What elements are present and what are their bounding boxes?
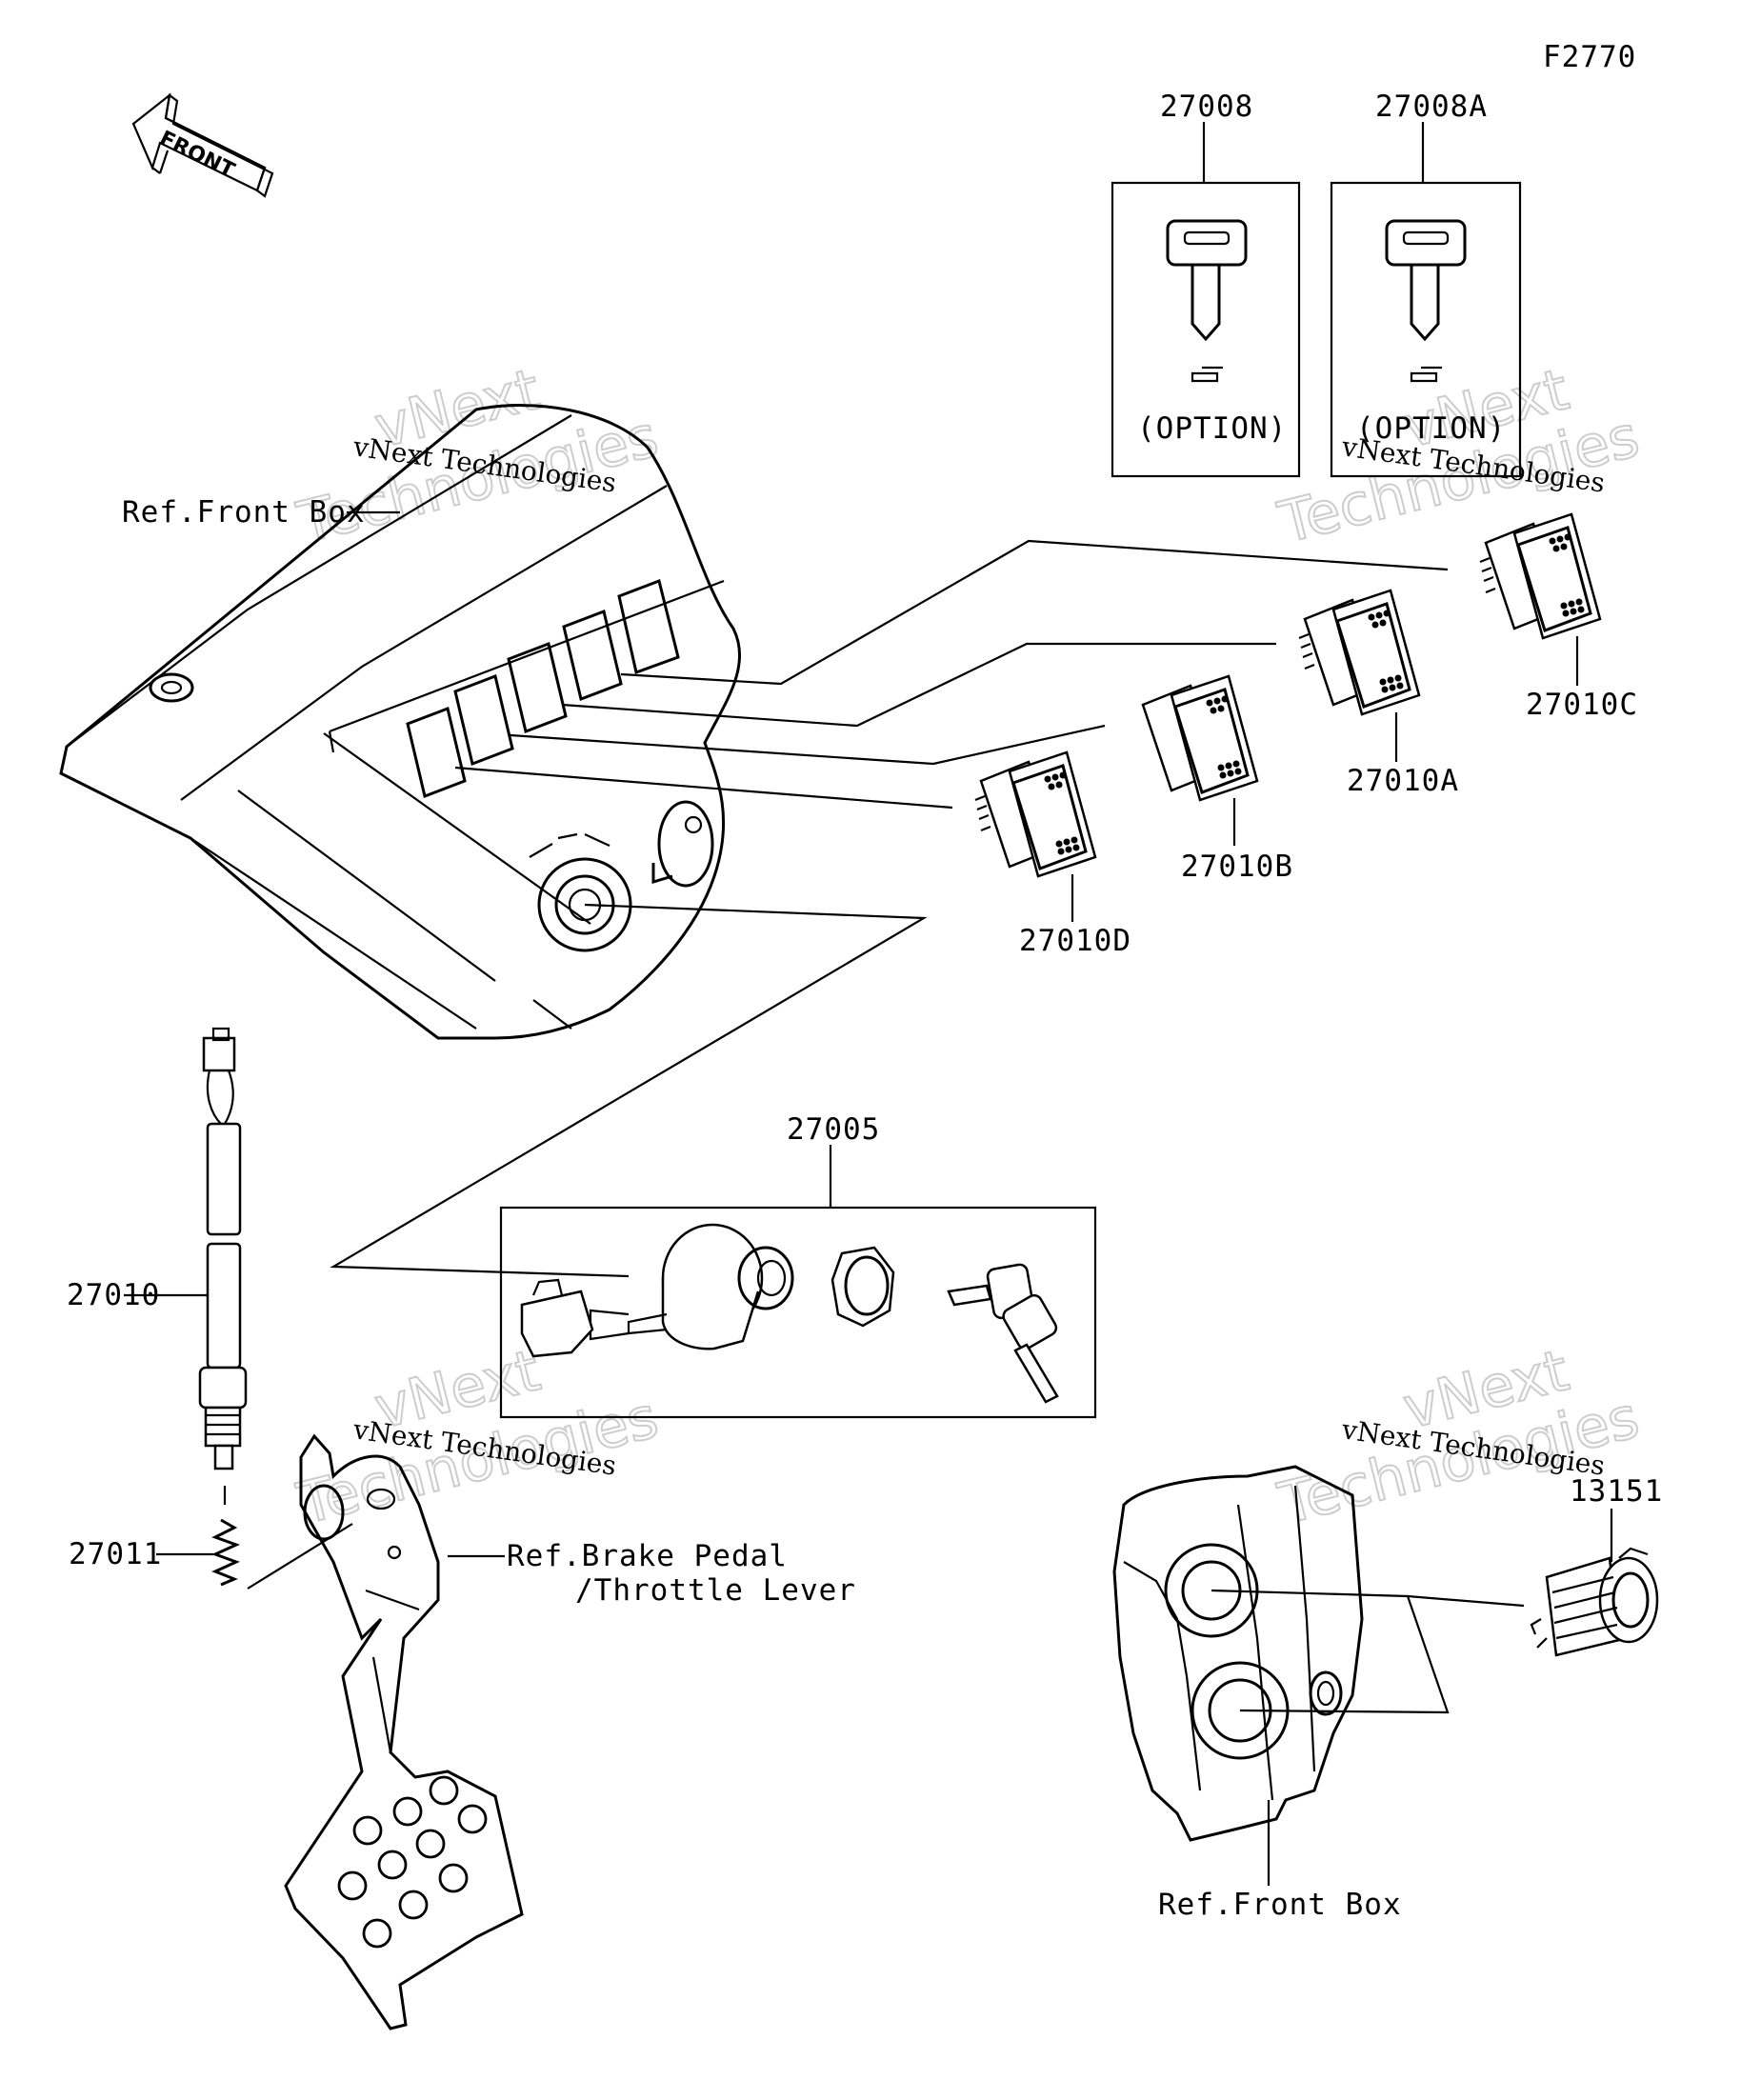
- keys-icon: [947, 1263, 1059, 1404]
- label-27008a: 27008A: [1375, 90, 1488, 124]
- rocker-switch-27010d: [974, 750, 1097, 922]
- leader-lines: [330, 539, 1449, 1278]
- label-ref-brake-pedal-2: /Throttle Lever: [575, 1573, 856, 1608]
- socket-13151: 13151: [1530, 1474, 1663, 1657]
- key-icon: [1385, 219, 1467, 342]
- ignition-set-27005: 27005: [499, 1112, 1097, 1419]
- label-ref-front-box-top: Ref.Front Box: [122, 495, 366, 530]
- label-option-2: (OPTION): [1356, 411, 1506, 446]
- watermark-group: vNext Technologies vNext Technologies vN…: [290, 355, 1647, 1539]
- rocker-switch-27010b: [1141, 674, 1259, 846]
- key-icon: [1166, 219, 1248, 342]
- label-13151: 13151: [1570, 1474, 1663, 1509]
- label-option-1: (OPTION): [1137, 411, 1287, 446]
- label-27010a: 27010A: [1347, 764, 1459, 798]
- rocker-switch-27010c: [1479, 512, 1602, 686]
- nut-icon: [830, 1246, 895, 1328]
- label-27010b: 27010B: [1181, 850, 1293, 884]
- front-box-dashboard: Ref.Front Box: [59, 404, 742, 1040]
- label-27010d: 27010D: [1019, 924, 1131, 958]
- label-27011: 27011: [69, 1537, 162, 1571]
- figure-code: F2770: [1543, 40, 1636, 74]
- label-27010c: 27010C: [1526, 688, 1638, 722]
- brake-pedal: [284, 1433, 524, 2030]
- socket-leader: [1211, 1589, 1450, 1714]
- brake-switch-27010: [124, 1027, 248, 1505]
- label-ref-brake-pedal-1: Ref.Brake Pedal: [507, 1539, 788, 1573]
- rocker-switch-27010a: [1298, 589, 1421, 762]
- label-ref-front-box-bottom: Ref.Front Box: [1158, 1888, 1402, 1922]
- front-arrow-icon: FRONT: [131, 92, 274, 198]
- front-box-socket-panel: [1112, 1465, 1364, 1886]
- key-27008a-group: 27008A (OPTION): [1330, 90, 1522, 478]
- label-27010: 27010: [67, 1278, 160, 1312]
- ignition-switch-icon: [520, 1223, 794, 1358]
- key-27008-group: 27008 (OPTION): [1111, 90, 1301, 478]
- label-27008: 27008: [1160, 90, 1253, 124]
- label-27005: 27005: [787, 1112, 880, 1147]
